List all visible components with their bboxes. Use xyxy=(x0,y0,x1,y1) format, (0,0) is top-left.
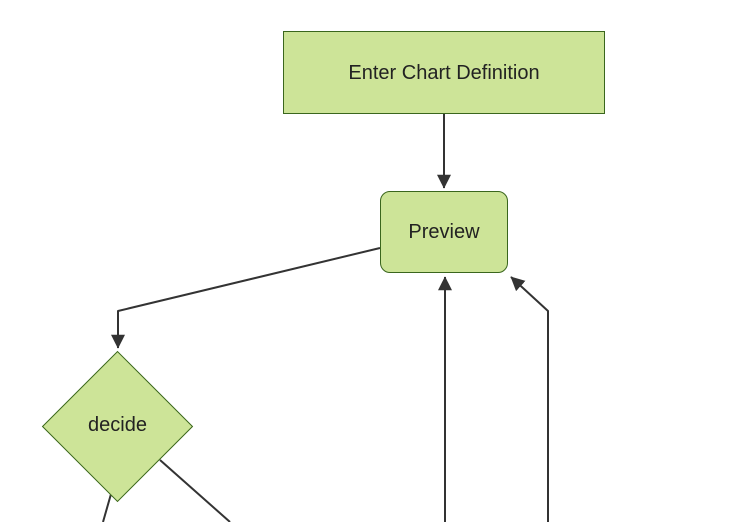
node-decide-label: decide xyxy=(88,414,147,436)
node-enter-chart-definition: Enter Chart Definition xyxy=(283,31,605,114)
edge-decide-to-offscreen-right xyxy=(159,459,231,522)
edge-decide-to-offscreen-left xyxy=(102,493,112,522)
node-preview-label: Preview xyxy=(408,221,480,243)
node-preview: Preview xyxy=(380,191,508,273)
edge-preview-to-decide xyxy=(111,247,381,349)
edge-offscreen-to-preview-corner xyxy=(510,276,549,522)
node-enter-chart-definition-label: Enter Chart Definition xyxy=(348,61,540,84)
